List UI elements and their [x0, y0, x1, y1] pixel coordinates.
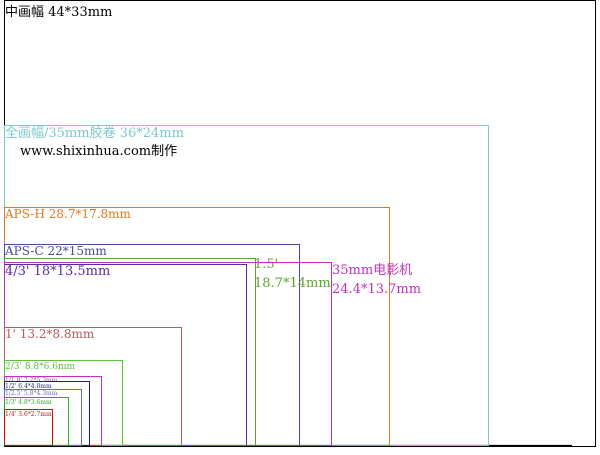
one-inch-label: 1' 13.2*8.8mm [5, 327, 95, 341]
one-point-five-inch-size: 18.7*14mm [254, 276, 331, 291]
one-over-1-8-inch-label: 1/1.8' 7.2*5.3mm [5, 377, 58, 384]
one-point-five-inch-label: 1.5' [254, 257, 278, 272]
aps-c-label: APS-C 22*15mm [4, 244, 107, 258]
one-quarter-inch-rect [4, 409, 53, 446]
medium-format-label: 中画幅 44*33mm [5, 5, 112, 20]
credit-text: www.shixinhua.com制作 [20, 144, 177, 159]
one-half-inch-label: 1/2' 6.4*4.8mm [5, 383, 52, 390]
aps-h-label: APS-H 28.7*17.8mm [4, 207, 132, 221]
cine-35mm-size: 24.4*13.7mm [332, 282, 421, 297]
one-quarter-inch-label: 1/4' 3.6*2.7mm [5, 411, 52, 418]
four-thirds-label: 4/3' 18*13.5mm [5, 264, 110, 279]
one-over-2-5-inch-label: 1/2.5' 5.8*4.3mm [5, 390, 58, 397]
two-thirds-inch-label: 2/3' 8.8*6.6mm [5, 362, 75, 372]
four-thirds-rect [4, 264, 247, 446]
one-third-inch-label: 1/3' 4.8*3.6mm [5, 399, 52, 406]
full-frame-label: 全画幅/35mm胶卷 36*24mm [5, 125, 184, 141]
cine-35mm-label: 35mm电影机 [332, 263, 412, 278]
